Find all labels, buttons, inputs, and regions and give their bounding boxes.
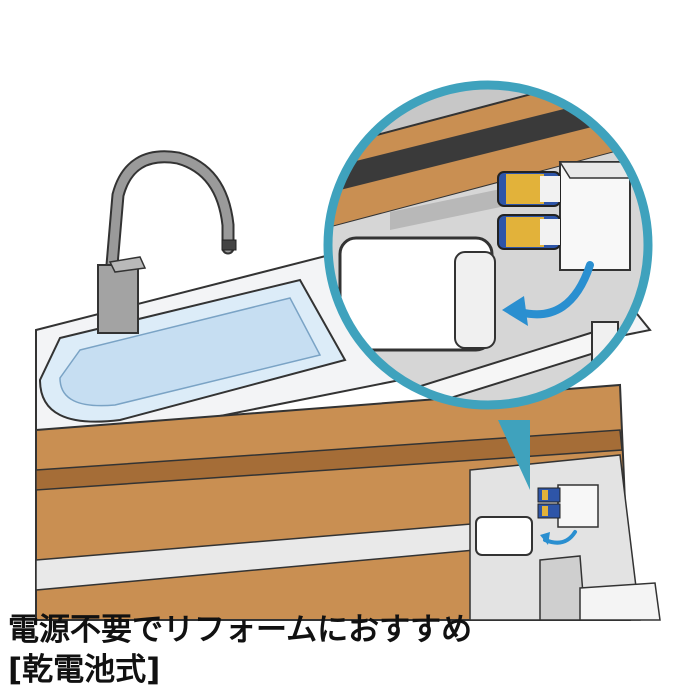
battery-icon (497, 214, 561, 250)
zoom-ring (323, 80, 653, 410)
caption-line-2: [乾電池式] (8, 652, 161, 688)
curved-arrow-icon (516, 261, 594, 319)
small-controller-unit (475, 484, 599, 556)
faucet (97, 150, 237, 334)
zoom-pointer (498, 420, 530, 490)
sink-basin (38, 278, 347, 423)
battery-icon (497, 171, 561, 207)
caption-line-1: 電源不要でリフォームにおすすめ (8, 612, 473, 648)
zoom-detail (328, 85, 648, 405)
